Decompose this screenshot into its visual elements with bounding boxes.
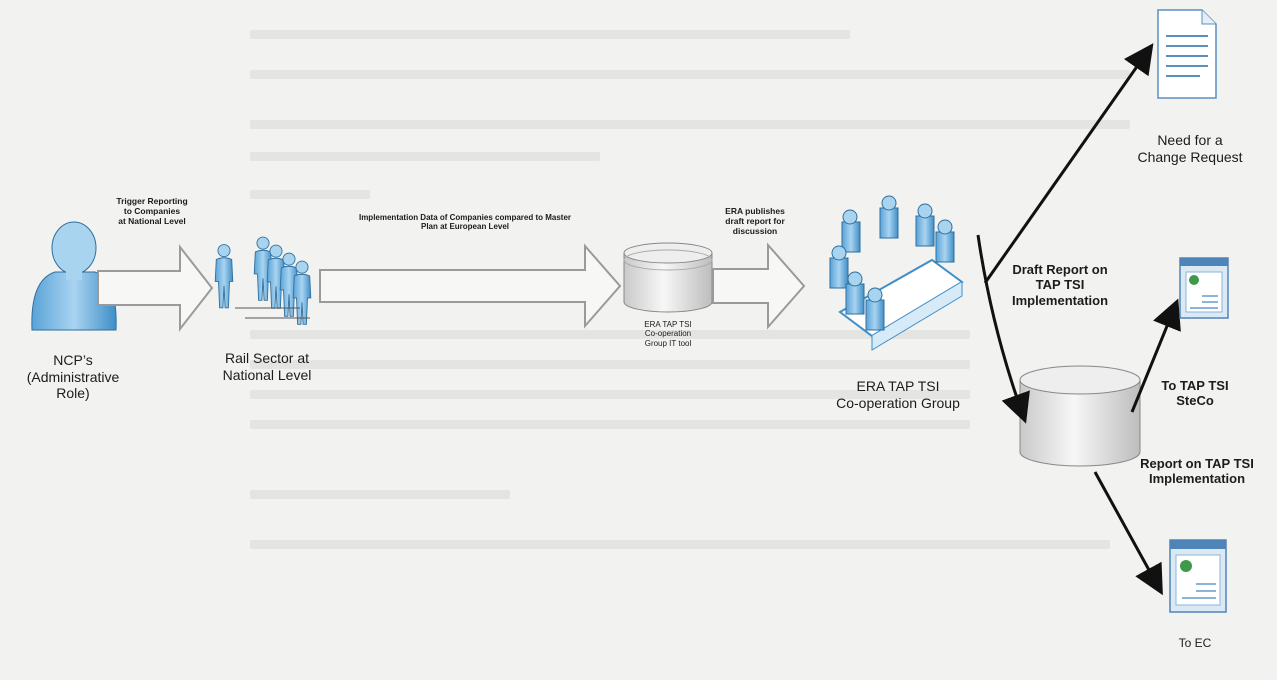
- implementation-data-arrow: [319, 243, 622, 329]
- document-icon: [1157, 9, 1217, 99]
- steco-label: To TAP TSI SteCo: [1161, 378, 1229, 409]
- ncp-person-icon: [31, 221, 117, 331]
- coop-group-label: ERA TAP TSI Co-operation Group: [836, 378, 960, 411]
- web-page-icon-steco: [1179, 257, 1229, 319]
- web-page-icon-ec: [1169, 539, 1227, 613]
- steco-connector: [1130, 298, 1181, 413]
- trigger-arrow: [97, 244, 214, 332]
- rail-sector-people-icon: [214, 236, 312, 325]
- rail-sector-label: Rail Sector at National Level: [222, 350, 312, 383]
- change-request-connector: [983, 43, 1154, 284]
- ec-connector: [1093, 471, 1163, 596]
- trigger-label: Trigger Reporting to Companies at Nation…: [116, 196, 188, 227]
- implementation-data-label: Implementation Data of Companies compare…: [358, 213, 572, 232]
- report-database-icon: [1019, 365, 1141, 467]
- draft-report-connector: [976, 234, 1030, 424]
- final-report-label: Report on TAP TSI Implementation: [1140, 456, 1254, 487]
- it-tool-label: ERA TAP TSI Co-operation Group IT tool: [644, 320, 692, 348]
- era-publishes-label: ERA publishes draft report for discussio…: [725, 206, 785, 237]
- ncp-label: NCP’s (Administrative Role): [26, 352, 120, 402]
- change-request-label: Need for a Change Request: [1137, 132, 1243, 165]
- it-tool-database-icon: [623, 242, 713, 313]
- draft-report-label: Draft Report on TAP TSI Implementation: [1011, 262, 1109, 308]
- era-publishes-arrow: [712, 242, 806, 330]
- ec-label: To EC: [1178, 636, 1212, 650]
- coop-group-meeting-icon: [829, 195, 964, 351]
